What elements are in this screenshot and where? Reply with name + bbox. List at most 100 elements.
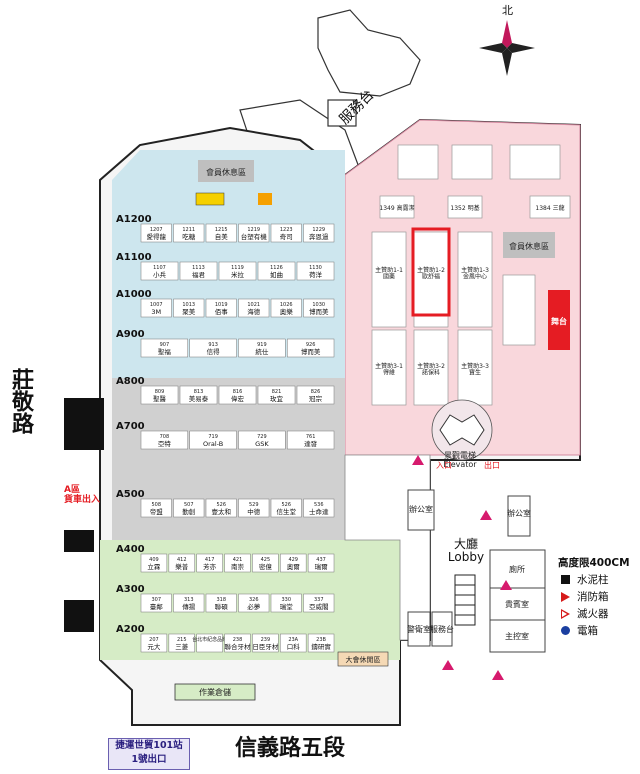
booth-number: 215 — [177, 637, 187, 643]
sponsor-block-4 — [371, 329, 407, 406]
booth-number: 1126 — [270, 265, 283, 271]
booth[interactable] — [168, 633, 195, 653]
booth[interactable] — [140, 430, 188, 450]
booth[interactable] — [287, 338, 335, 358]
booth[interactable] — [196, 553, 223, 573]
booth[interactable] — [205, 593, 237, 613]
booth[interactable] — [140, 553, 168, 573]
booth-name: 密億 — [259, 562, 273, 571]
booth[interactable] — [238, 498, 270, 518]
booth-name: 奧爾 — [287, 562, 301, 571]
booth[interactable] — [205, 223, 237, 243]
booth[interactable] — [189, 430, 237, 450]
booth[interactable] — [238, 223, 270, 243]
booth[interactable] — [252, 553, 279, 573]
booth[interactable] — [307, 553, 335, 573]
booth[interactable] — [270, 223, 302, 243]
booth[interactable] — [303, 223, 335, 243]
booth[interactable] — [189, 338, 237, 358]
legend-item-extinguisher: 滅火器 — [558, 605, 640, 622]
booth-number: 238 — [233, 637, 243, 643]
booth[interactable] — [205, 498, 237, 518]
metro-exit-label: 捷運世貿101站 1號出口 — [115, 740, 183, 765]
booth-number: 1013 — [182, 302, 195, 308]
booth[interactable] — [303, 498, 335, 518]
booth[interactable] — [296, 261, 335, 281]
booth[interactable] — [224, 553, 251, 573]
booth[interactable] — [140, 223, 172, 243]
booth-name: 帝盟 — [150, 507, 164, 516]
booth-number: 919 — [257, 342, 267, 348]
sponsor-block-2 — [413, 231, 449, 328]
booth[interactable] — [179, 385, 218, 405]
booth[interactable] — [257, 261, 296, 281]
booth-number: 台北市紀念品館 — [192, 636, 227, 643]
booth[interactable] — [287, 430, 335, 450]
booth-name: 博而美 — [309, 307, 329, 316]
booth[interactable] — [307, 633, 335, 653]
booth[interactable] — [238, 298, 270, 318]
booth[interactable] — [270, 593, 302, 613]
booth-name: 美易泰 — [189, 394, 209, 403]
booth-name: 亞威閣 — [309, 602, 329, 611]
road-west-label: 莊敬路 — [8, 368, 34, 434]
booth[interactable] — [270, 298, 302, 318]
booth[interactable] — [296, 385, 335, 405]
booth[interactable] — [280, 633, 307, 653]
booth[interactable] — [205, 298, 237, 318]
booth[interactable] — [140, 593, 172, 613]
booth-name: 聯碩 — [215, 602, 229, 611]
booth-name: 鑄研實 — [311, 642, 331, 651]
booth[interactable] — [140, 338, 188, 358]
booth[interactable] — [238, 338, 286, 358]
booth-name: 台塑有機 — [241, 232, 268, 241]
booth[interactable] — [257, 385, 296, 405]
booth-number: 1107 — [153, 265, 166, 271]
booth[interactable] — [140, 385, 179, 405]
road-south-label: 信義路五段 — [235, 735, 346, 761]
sponsor-block-6 — [457, 329, 493, 406]
lounge-west-label: 會員休息區 — [206, 167, 246, 177]
row-label-A500: A500 — [116, 489, 145, 500]
booth[interactable] — [140, 633, 168, 653]
service-bottom-label: 服務台 — [430, 624, 454, 634]
highlighted-booth[interactable] — [411, 227, 451, 317]
booth[interactable] — [140, 261, 179, 281]
booth[interactable] — [224, 633, 251, 653]
booth[interactable] — [140, 298, 172, 318]
booth[interactable] — [218, 385, 257, 405]
booth[interactable] — [173, 223, 205, 243]
booth[interactable] — [238, 593, 270, 613]
booth-name: GSK — [255, 440, 269, 448]
booth[interactable] — [196, 633, 223, 653]
booth[interactable] — [270, 498, 302, 518]
booth[interactable] — [303, 298, 335, 318]
row-label-A300: A300 — [116, 584, 145, 595]
booth-name: 吃糖 — [182, 232, 196, 241]
booth-name: 聯合牙材 — [225, 642, 252, 651]
booth[interactable] — [280, 553, 307, 573]
booth[interactable] — [252, 633, 279, 653]
booth[interactable] — [173, 593, 205, 613]
booth[interactable] — [173, 498, 205, 518]
service-bottom-block — [431, 611, 453, 647]
booth-name: 芳亦 — [203, 562, 217, 571]
booth[interactable] — [173, 298, 205, 318]
booth[interactable] — [238, 430, 286, 450]
booth-number: 1130 — [309, 265, 322, 271]
legend-pillar-label: 水泥柱 — [577, 574, 609, 586]
legend-item-hydrant: 消防箱 — [558, 588, 640, 605]
booth-name: 勤創 — [182, 507, 195, 516]
booth[interactable] — [179, 261, 218, 281]
booth[interactable] — [303, 593, 335, 613]
booth[interactable] — [140, 498, 172, 518]
booth[interactable] — [168, 553, 195, 573]
pink-1352 — [447, 195, 483, 219]
booth-number: 318 — [216, 597, 226, 603]
booth[interactable] — [218, 261, 257, 281]
compass-label: 北 — [502, 4, 513, 17]
booth-number: 326 — [249, 597, 259, 603]
